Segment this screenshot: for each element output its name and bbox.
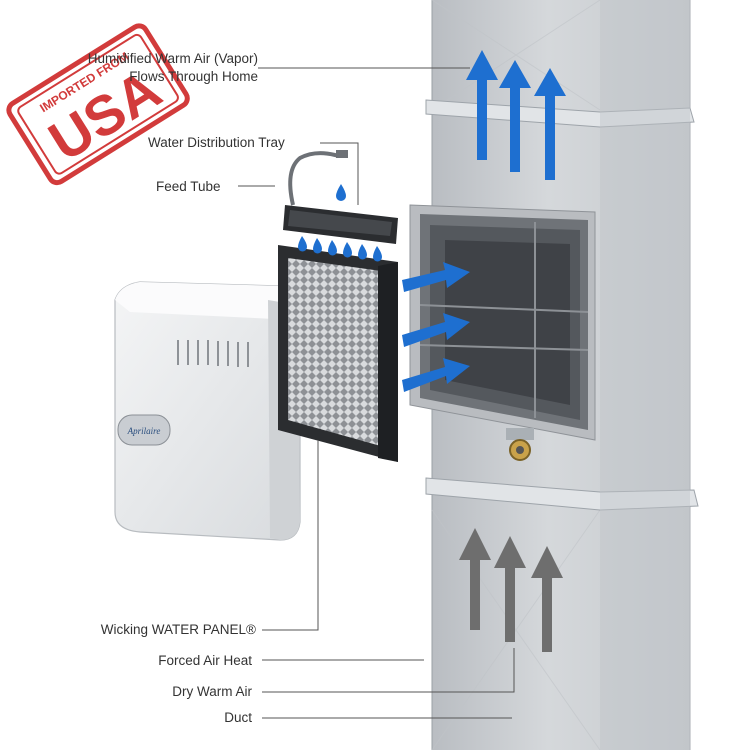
water-drop-icon xyxy=(358,244,367,260)
leader-lines xyxy=(238,67,515,719)
label-forced-air-heat: Forced Air Heat xyxy=(158,653,252,668)
right-arrow-icon xyxy=(402,313,470,347)
brand-logo: Aprilaire xyxy=(127,426,161,436)
label-water-distribution-tray: Water Distribution Tray xyxy=(148,135,285,150)
water-drop-icon xyxy=(298,236,307,252)
label-dry-warm-air: Dry Warm Air xyxy=(172,684,252,699)
imported-stamp: IMPORTED FROM USA xyxy=(6,23,190,186)
duct-mount-frame xyxy=(409,204,596,461)
water-drop-icon xyxy=(343,242,352,258)
water-drop-icon xyxy=(336,184,346,201)
up-arrow-icon xyxy=(534,68,566,180)
humidifier-cover: Aprilaire xyxy=(114,281,301,541)
right-arrow-icon xyxy=(402,358,470,392)
up-arrow-icon xyxy=(531,546,563,652)
up-arrow-icon xyxy=(499,60,531,172)
water-drop-icon xyxy=(328,240,337,256)
label-feed-tube: Feed Tube xyxy=(156,179,221,194)
vapor-arrows xyxy=(466,50,566,180)
up-arrow-icon xyxy=(494,536,526,642)
up-arrow-icon xyxy=(466,50,498,160)
feed-tube xyxy=(288,151,341,206)
water-drop-icon xyxy=(313,238,322,254)
up-arrow-icon xyxy=(459,528,491,630)
label-wicking-water-panel: Wicking WATER PANEL® xyxy=(100,622,256,637)
label-humidified-line1: Humidified Warm Air (Vapor) xyxy=(87,51,258,66)
water-panel xyxy=(278,245,398,462)
label-humidified-line2: Flows Through Home xyxy=(129,69,258,84)
dry-air-arrows xyxy=(459,528,563,652)
brand-logo-badge xyxy=(117,414,171,446)
water-distribution-tray xyxy=(283,205,398,244)
water-drops xyxy=(298,184,382,262)
right-arrow-icon xyxy=(402,262,470,292)
water-drop-icon xyxy=(373,246,382,262)
label-duct: Duct xyxy=(224,710,252,725)
airflow-arrows xyxy=(402,262,470,392)
